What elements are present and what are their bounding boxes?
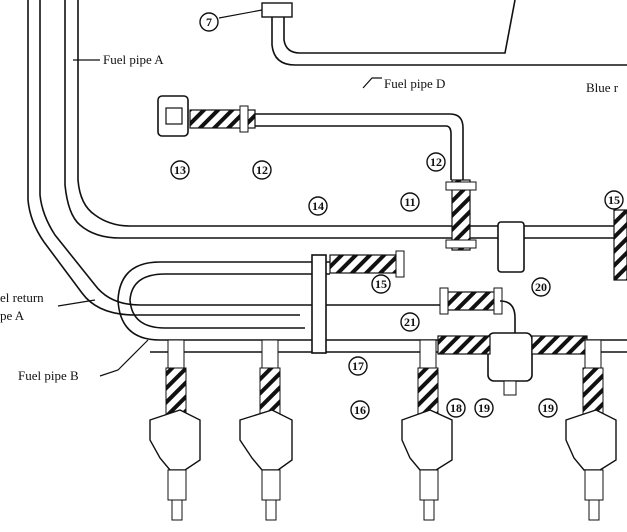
pipe-a-left: [64, 0, 625, 239]
label-fuel-return-1: el return: [0, 290, 44, 305]
callout-21: 21: [400, 312, 420, 332]
bracket-14: [311, 254, 327, 354]
hose-11: [451, 179, 471, 251]
junction-block: [497, 221, 525, 273]
label-fuel-pipe-a: Fuel pipe A: [103, 52, 164, 67]
svg-text:15: 15: [375, 277, 387, 291]
svg-text:15: 15: [608, 193, 620, 207]
pipe-d-inner: [255, 125, 452, 180]
hose-19-left: [437, 335, 491, 355]
svg-text:14: 14: [312, 199, 324, 213]
callout-19-left: 19: [474, 398, 494, 418]
label-fuel-pipe-b: Fuel pipe B: [18, 368, 79, 383]
callout-14: 14: [308, 196, 328, 216]
injector-1: [149, 339, 201, 521]
clamp-15: [395, 250, 405, 278]
callout-12-left: 12: [252, 160, 272, 180]
svg-text:19: 19: [542, 401, 554, 415]
svg-text:17: 17: [352, 359, 364, 373]
svg-text:20: 20: [535, 280, 547, 294]
callout-7: 7: [199, 12, 219, 32]
injector-3: [401, 339, 453, 521]
hose-13: [189, 109, 256, 129]
fuel-filter: [487, 332, 533, 382]
pipe-outer-left: [39, 0, 445, 306]
clamp-21: [439, 287, 449, 315]
svg-text:12: 12: [430, 155, 442, 169]
svg-text:19: 19: [478, 401, 490, 415]
label-fuel-return-2: pe A: [0, 308, 25, 323]
callout-18: 18: [446, 398, 466, 418]
hose-15: [329, 254, 401, 274]
callout-15-right: 15: [604, 190, 624, 210]
callout-20: 20: [531, 277, 551, 297]
callout-15: 15: [371, 274, 391, 294]
label-blue-partial: Blue r: [586, 80, 619, 95]
callout-13: 13: [170, 160, 190, 180]
callout-11: 11: [400, 192, 420, 212]
svg-text:16: 16: [354, 403, 366, 417]
hose-15-right: [613, 209, 627, 281]
clamp-12b: [445, 181, 477, 191]
pipe-a-inner: [77, 0, 625, 227]
clamp-11: [445, 239, 477, 249]
callout-12-right: 12: [426, 152, 446, 172]
svg-text:11: 11: [404, 195, 415, 209]
injector-2: [239, 339, 293, 521]
svg-text:7: 7: [206, 15, 212, 29]
hose-19-right: [531, 335, 588, 355]
fitting-7: [261, 2, 293, 18]
callout-19-right: 19: [538, 398, 558, 418]
svg-text:13: 13: [174, 163, 186, 177]
callout-16: 16: [350, 400, 370, 420]
hose-20-21: [444, 291, 501, 311]
pipe-b-loop: [117, 261, 627, 341]
svg-text:21: 21: [404, 315, 416, 329]
pipe-top-right: [271, 12, 627, 66]
svg-text:12: 12: [256, 163, 268, 177]
pipe-d: [255, 113, 464, 180]
pipe-outer-left-inner: [27, 0, 300, 316]
clamp-12a: [239, 105, 249, 133]
injector-4: [565, 339, 617, 521]
callout-17: 17: [348, 356, 368, 376]
pipe-b-loop-inner: [129, 273, 330, 329]
svg-text:18: 18: [450, 401, 462, 415]
pipe-top-right-2: [283, 0, 516, 54]
label-fuel-pipe-d: Fuel pipe D: [384, 76, 445, 91]
